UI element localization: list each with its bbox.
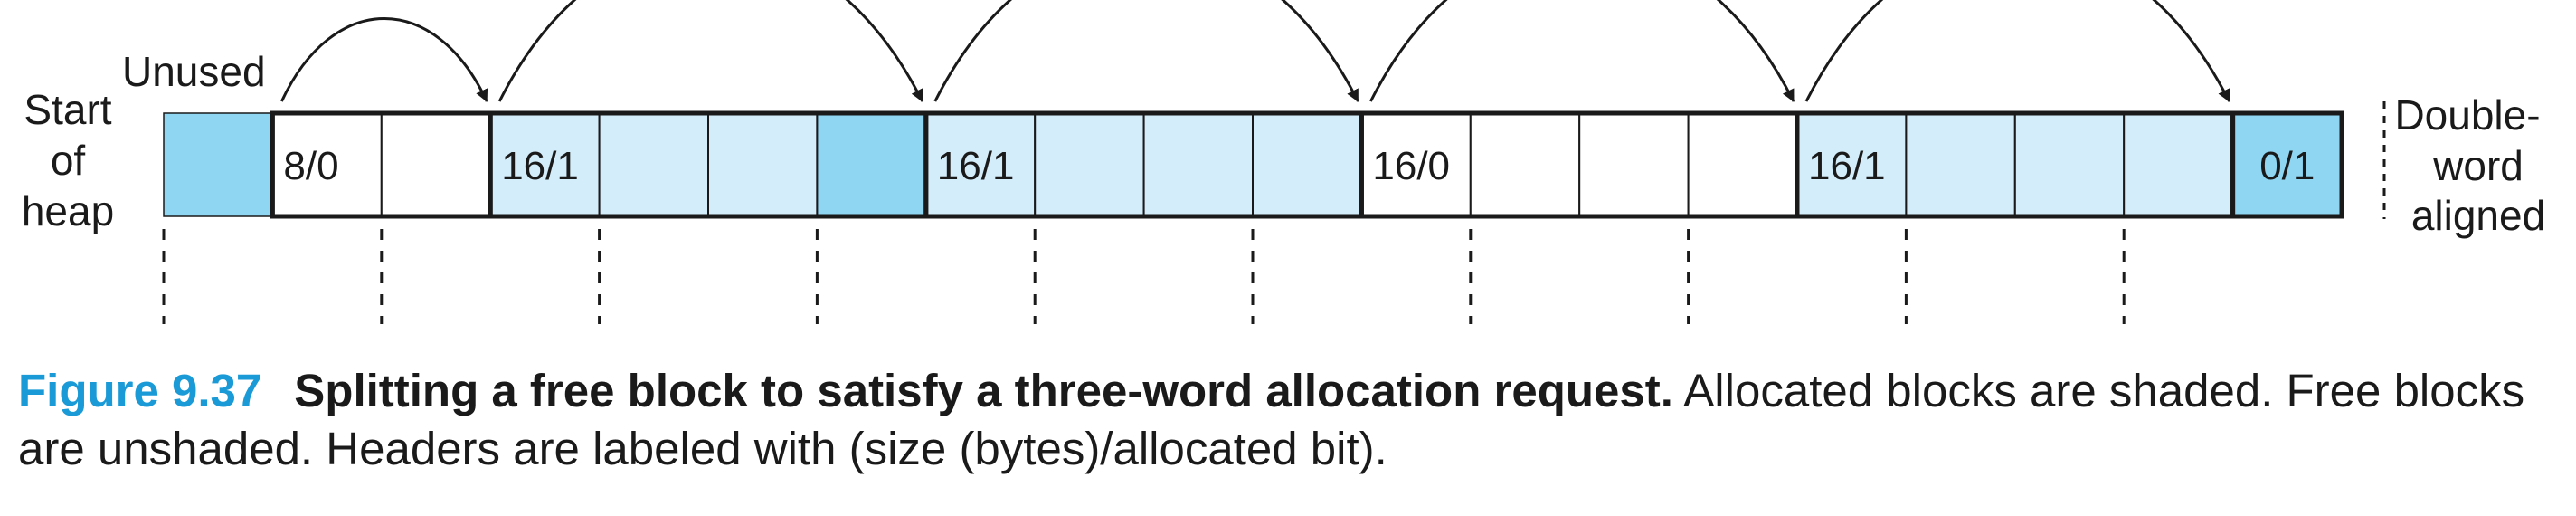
heap-word-12	[1469, 112, 1581, 217]
header-label: 0/1	[2259, 144, 2315, 188]
header-label: 16/1	[937, 144, 1015, 188]
heap-word-3: 16/1	[489, 112, 601, 217]
double-word-label-line2: word	[2432, 142, 2524, 189]
heap-word-17	[2013, 112, 2126, 217]
heap-word-13	[1578, 112, 1690, 217]
heap-word-4	[598, 112, 709, 217]
figure-caption: Figure 9.37 Splitting a free block to sat…	[18, 362, 2560, 478]
heap-word-11: 16/0	[1360, 112, 1472, 217]
start-heap-label-line1: Start	[24, 86, 111, 133]
block-outlines	[270, 110, 2344, 219]
double-word-label-line3: aligned	[2411, 192, 2545, 239]
header-label: 16/0	[1372, 144, 1450, 188]
header-arrows	[280, 0, 2230, 102]
heap-word-7: 16/1	[924, 112, 1037, 217]
heap-words: 8/0 16/1 16/1 16/0 16/1 0/1	[163, 112, 2344, 217]
heap-word-10	[1252, 112, 1363, 217]
dashed-guides	[162, 229, 2126, 324]
next-block-arrow	[933, 0, 1359, 102]
heap-word-19: 0/1	[2231, 112, 2344, 217]
heap-word-2	[380, 112, 492, 217]
next-block-arrow	[497, 0, 924, 102]
start-heap-label-line3: heap	[22, 187, 114, 234]
heap-word-6	[816, 112, 927, 217]
heap-word-5	[707, 112, 819, 217]
next-block-arrow	[1369, 0, 1795, 102]
caption-figure-number: Figure 9.37	[18, 365, 262, 416]
next-block-arrow	[1804, 0, 2230, 102]
heap-word-1: 8/0	[271, 112, 383, 217]
caption-title: Splitting a free block to satisfy a thre…	[294, 365, 1673, 416]
unused-label: Unused	[122, 48, 266, 95]
header-label: 16/1	[1808, 144, 1886, 188]
header-label: 16/1	[501, 144, 579, 188]
start-heap-label-line2: of	[51, 137, 86, 184]
block-outline	[2230, 110, 2344, 219]
next-block-arrow	[280, 17, 488, 102]
heap-word-9	[1142, 112, 1254, 217]
heap-word-0	[163, 112, 274, 217]
heap-diagram: Start of heap Unused Double- word aligne…	[22, 0, 2545, 324]
heap-word-18	[2123, 112, 2234, 217]
header-label: 8/0	[283, 144, 338, 188]
caption-text: Allocated blocks are shaded. Free blocks…	[18, 365, 2525, 474]
double-word-label-line1: Double-	[2394, 91, 2540, 139]
heap-word-8	[1034, 112, 1145, 217]
heap-word-14	[1687, 112, 1798, 217]
heap-word-16	[1905, 112, 2016, 217]
heap-word-15: 16/1	[1796, 112, 1908, 217]
